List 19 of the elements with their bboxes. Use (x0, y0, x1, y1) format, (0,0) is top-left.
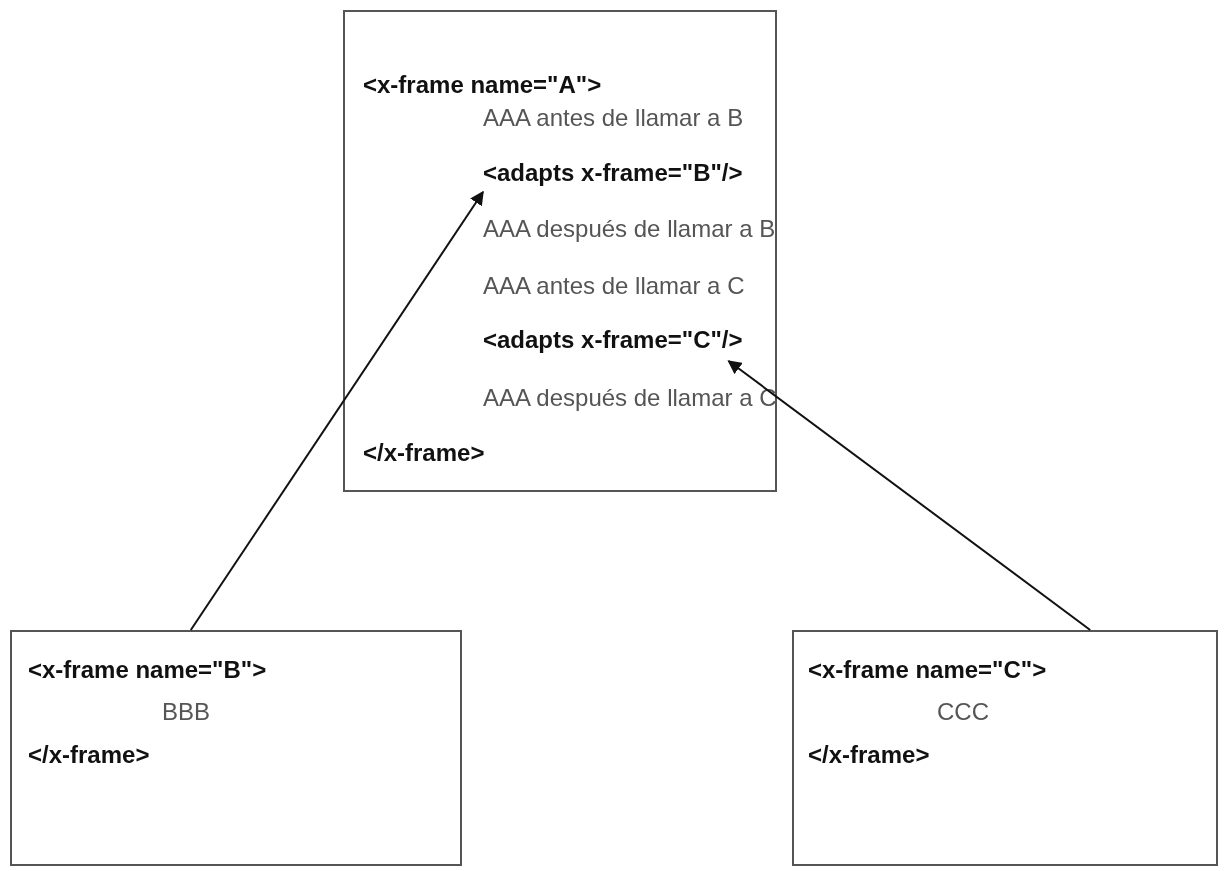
arrow (727, 360, 1092, 631)
arrow (189, 190, 484, 631)
code-line: CCC (937, 697, 989, 727)
code-line: <adapts x-frame="C"/> (483, 325, 743, 355)
code-line: AAA después de llamar a B (483, 214, 776, 244)
code-box (343, 10, 777, 492)
code-line: <x-frame name="C"> (808, 655, 1047, 685)
code-line: </x-frame> (808, 740, 930, 770)
code-line: </x-frame> (28, 740, 150, 770)
code-line: AAA después de llamar a C (483, 383, 777, 413)
code-line: <adapts x-frame="B"/> (483, 158, 743, 188)
code-line: <x-frame name="A"> (363, 70, 602, 100)
code-line: AAA antes de llamar a C (483, 271, 745, 301)
code-line: BBB (162, 697, 211, 727)
code-line: <x-frame name="B"> (28, 655, 267, 685)
code-line: </x-frame> (363, 438, 485, 468)
code-box (792, 630, 1218, 866)
code-line: AAA antes de llamar a B (483, 103, 744, 133)
code-box (10, 630, 462, 866)
